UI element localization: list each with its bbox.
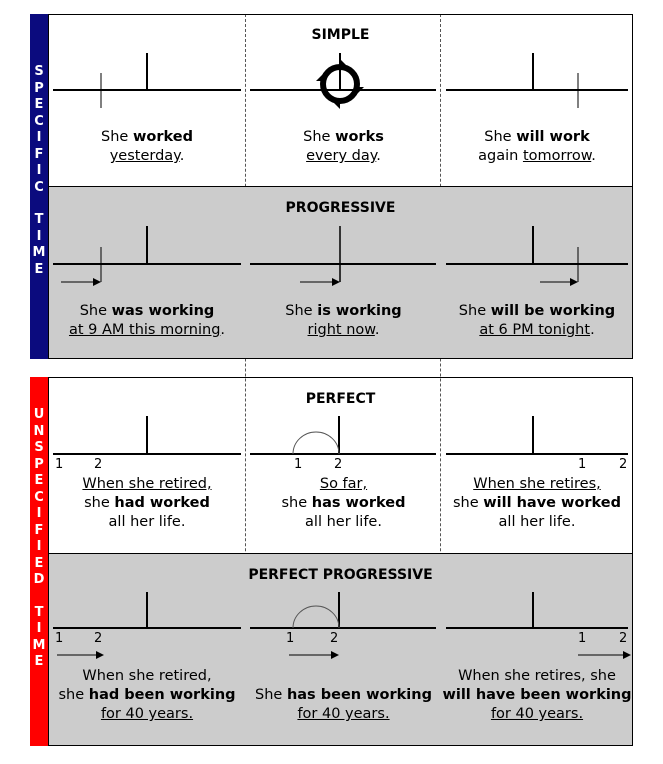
row-divider xyxy=(49,186,632,187)
point-1-label: 1 xyxy=(55,457,64,472)
sidebar-letter: E xyxy=(34,473,44,488)
perfect-present-caption: So far, she has worked all her life. xyxy=(281,476,406,530)
perfect-progressive-present-cell: 1 2 She has been working for 40 years. xyxy=(246,554,441,745)
progressive-present-timeline xyxy=(250,226,436,286)
column-divider-left xyxy=(245,14,246,746)
sidebar-letter: T xyxy=(34,604,44,620)
simple-past-caption: She worked yesterday. xyxy=(101,129,193,164)
point-2-label: 2 xyxy=(619,631,628,646)
perfect-future-cell: 1 2 When she retires, she will have work… xyxy=(442,378,632,553)
perfect-progressive-title: PERFECT PROGRESSIVE xyxy=(248,567,433,583)
perfect-future-caption: When she retires, she will have worked a… xyxy=(452,476,622,530)
simple-row: SIMPLE She worked yesterday. xyxy=(49,15,632,186)
sidebar-letter: U xyxy=(33,407,45,422)
point-1-label: 1 xyxy=(578,631,587,646)
point-2-label: 2 xyxy=(94,631,103,646)
progressive-past-caption: She was working at 9 AM this morning. xyxy=(68,303,226,338)
sidebar-letter: S xyxy=(34,440,44,455)
perfect-progressive-present-caption: She has been working for 40 years. xyxy=(255,687,432,722)
perfect-past-timeline xyxy=(53,416,241,455)
simple-present-timeline xyxy=(250,53,436,109)
sidebar-letter: F xyxy=(34,522,44,538)
sidebar-letter: E xyxy=(34,97,44,112)
sidebar-letter: P xyxy=(34,456,44,472)
sidebar-letter: E xyxy=(34,261,44,277)
sidebar-gap xyxy=(30,196,48,212)
sidebar-letter: I xyxy=(36,130,42,145)
progressive-future-cell: She will be working at 6 PM tonight. xyxy=(442,187,632,358)
sidebar-letter: E xyxy=(34,654,44,669)
sidebar-letter: D xyxy=(33,572,45,587)
perfect-progressive-past-cell: 1 2 When she retired, she had been worki… xyxy=(49,554,245,745)
sidebar-letter: C xyxy=(34,489,44,505)
sidebar-letter: I xyxy=(36,228,42,244)
simple-present-cell: She works every day. xyxy=(246,15,441,186)
simple-title: SIMPLE xyxy=(311,27,370,43)
perfect-progressive-future-caption: When she retires, she will have been wor… xyxy=(442,668,632,722)
sidebar-letter: I xyxy=(36,621,42,636)
sidebar-letter: M xyxy=(32,637,46,653)
progressive-present-caption: She is working right now. xyxy=(285,303,402,338)
specific-time-panel: SIMPLE She worked yesterday. xyxy=(48,14,633,359)
sidebar-letter: N xyxy=(33,423,45,439)
perfect-future-timeline xyxy=(446,416,628,455)
sidebar-letter: T xyxy=(34,212,44,227)
progressive-past-cell: She was working at 9 AM this morning. xyxy=(49,187,245,358)
perfect-progressive-future-timeline xyxy=(446,592,631,659)
perfect-title: PERFECT xyxy=(305,391,376,407)
perfect-progressive-row: PERFECT PROGRESSIVE 1 2 When she retired… xyxy=(49,554,632,745)
progressive-future-timeline xyxy=(446,226,628,286)
sidebar-letter: F xyxy=(34,146,44,162)
perfect-progressive-past-timeline xyxy=(53,592,241,659)
point-2-label: 2 xyxy=(330,631,339,646)
unspecified-time-panel: PERFECT 1 2 When she retired, she had wo… xyxy=(48,377,633,746)
point-1-label: 1 xyxy=(55,631,64,646)
point-1-label: 1 xyxy=(294,457,303,472)
simple-future-caption: She will work again tomorrow. xyxy=(478,129,596,164)
perfect-present-timeline xyxy=(250,416,436,455)
progressive-future-caption: She will be working at 6 PM tonight. xyxy=(458,303,616,338)
point-2-label: 2 xyxy=(619,457,628,472)
perfect-progressive-future-cell: 1 2 When she retires, she will have been… xyxy=(442,554,632,745)
row-divider xyxy=(49,553,632,554)
perfect-row: PERFECT 1 2 When she retired, she had wo… xyxy=(49,378,632,553)
simple-future-cell: She will work again tomorrow. xyxy=(442,15,632,186)
sidebar-letter: I xyxy=(36,539,42,554)
sidebar-letter: E xyxy=(34,555,44,571)
progressive-title: PROGRESSIVE xyxy=(285,200,396,216)
column-divider-right xyxy=(440,14,441,746)
perfect-past-cell: 1 2 When she retired, she had worked all… xyxy=(49,378,245,553)
simple-past-timeline xyxy=(53,53,241,108)
sidebar-letter: S xyxy=(34,64,44,79)
sidebar-letter: P xyxy=(34,80,44,96)
sidebar-letter: I xyxy=(36,506,42,521)
sidebar-letter: I xyxy=(36,163,42,178)
simple-present-caption: She works every day. xyxy=(303,129,384,164)
progressive-past-timeline xyxy=(53,226,241,286)
simple-future-timeline xyxy=(446,53,628,108)
sidebar-letter: C xyxy=(34,179,44,195)
progressive-present-cell: She is working right now. xyxy=(246,187,441,358)
point-1-label: 1 xyxy=(578,457,587,472)
point-2-label: 2 xyxy=(334,457,343,472)
progressive-row: PROGRESSIVE She was working at 9 AM this… xyxy=(49,187,632,358)
sidebar-letter: C xyxy=(34,113,44,129)
sidebar-gap xyxy=(30,589,48,605)
point-2-label: 2 xyxy=(94,457,103,472)
perfect-progressive-present-timeline xyxy=(250,592,436,659)
simple-past-cell: She worked yesterday. xyxy=(49,15,245,186)
perfect-past-caption: When she retired, she had worked all her… xyxy=(82,476,212,530)
sidebar-letter: M xyxy=(32,245,46,260)
point-1-label: 1 xyxy=(286,631,295,646)
perfect-progressive-past-caption: When she retired, she had been working f… xyxy=(58,668,236,722)
perfect-present-cell: 1 2 So far, she has worked all her life. xyxy=(246,378,441,553)
